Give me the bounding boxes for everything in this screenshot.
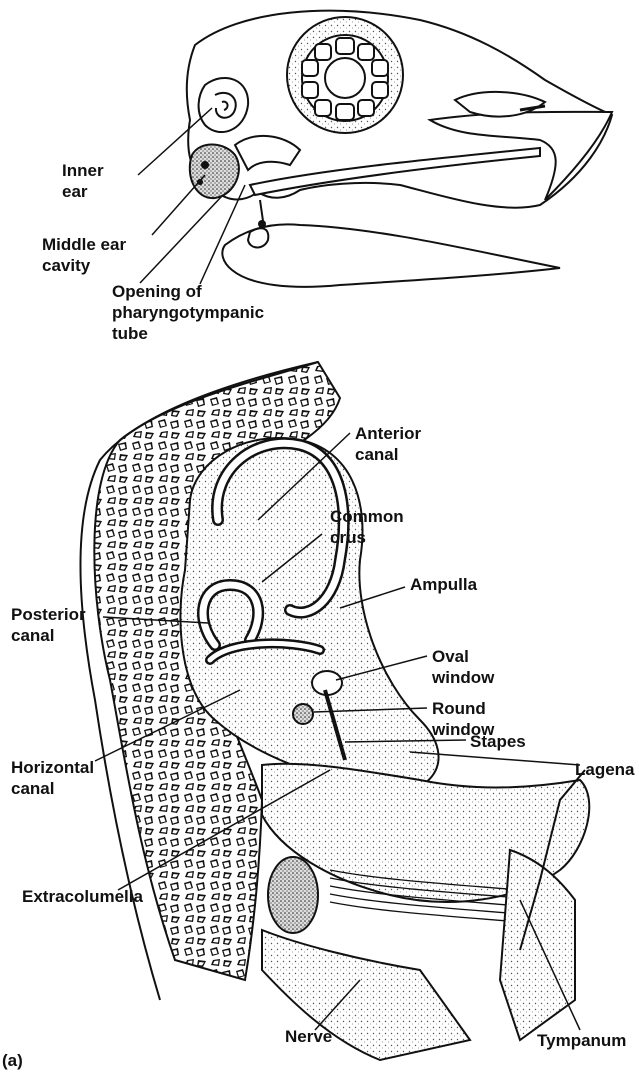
panel-label: (a) [2,1050,23,1071]
label-stapes: Stapes [470,731,526,752]
label-pharyngotympanic-opening: Opening of pharyngotympanic tube [112,281,264,344]
bird-skull [138,11,612,287]
label-horizontal-canal: Horizontal canal [11,757,94,799]
label-ampulla: Ampulla [410,574,477,595]
label-nerve: Nerve [285,1026,332,1047]
inner-ear-section [81,362,590,1060]
label-anterior-canal: Anterior canal [355,423,421,465]
label-extracolumella: Extracolumella [22,886,143,907]
label-oval-window: Oval window [432,646,494,688]
label-posterior-canal: Posterior canal [11,604,86,646]
label-middle-ear-cavity: Middle ear cavity [42,234,126,276]
label-lagena: Lagena [575,759,635,780]
label-common-crus: Common crus [330,506,404,548]
label-inner-ear: Inner ear [62,160,104,202]
label-tympanum: Tympanum [537,1030,626,1051]
